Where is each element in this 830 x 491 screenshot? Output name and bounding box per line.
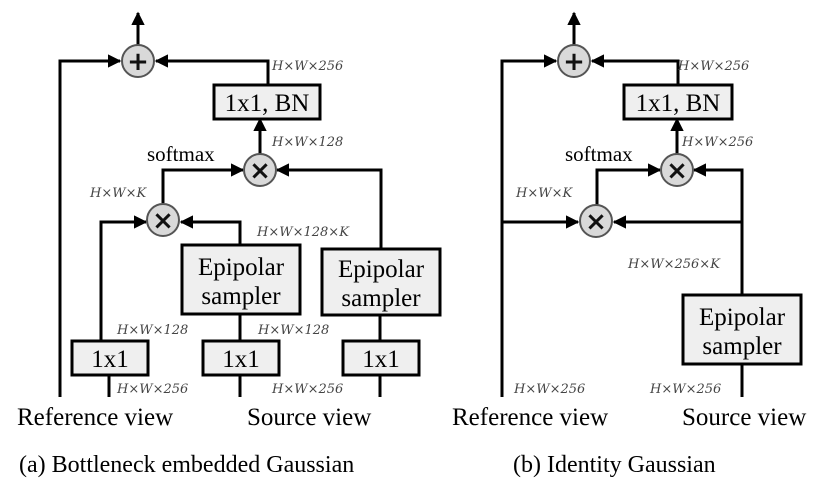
a-dim-top: H×W×256 bbox=[271, 59, 343, 74]
b-sampler-line2: sampler bbox=[702, 333, 782, 360]
a-conv1-to-mul bbox=[99, 215, 148, 341]
a-sampler1-to-mul bbox=[179, 215, 242, 245]
a-bn-to-add bbox=[154, 54, 270, 85]
a-source-view-label: Source view bbox=[247, 404, 371, 431]
panel-a: 1x1, BN Epipolar sampler Epipolar sample… bbox=[17, 11, 442, 478]
a-dim-conv1-out: H×W×128 bbox=[116, 323, 188, 338]
a-caption: (a) Bottleneck embedded Gaussian bbox=[19, 452, 354, 478]
a-conv3-label: 1x1 bbox=[362, 346, 400, 373]
b-mul-node-bottom bbox=[579, 204, 613, 238]
b-caption: (b) Identity Gaussian bbox=[513, 452, 716, 478]
b-mul-symbol-top: × bbox=[666, 156, 688, 186]
b-reference-view-label: Reference view bbox=[452, 404, 608, 431]
b-dim-k: H×W×K bbox=[515, 186, 573, 201]
a-mul-symbol-bottom: × bbox=[152, 206, 174, 236]
b-dim-top: H×W×256 bbox=[677, 59, 749, 74]
a-dim-k: H×W×K bbox=[89, 186, 147, 201]
b-sampler-box bbox=[681, 293, 803, 366]
a-sampler2-box bbox=[320, 247, 442, 317]
a-sampler2-line2: sampler bbox=[341, 285, 421, 312]
a-mul-symbol-top: × bbox=[249, 156, 271, 186]
a-sampler2-line1: Epipolar bbox=[338, 256, 425, 283]
a-softmax-wire bbox=[161, 163, 245, 203]
a-conv1-box bbox=[70, 339, 150, 377]
b-src-to-mul-top bbox=[692, 163, 744, 295]
a-bn-box-label: 1x1, BN bbox=[225, 90, 310, 117]
a-sampler1-line2: sampler bbox=[201, 283, 281, 310]
a-dim-ref-in: H×W×256 bbox=[116, 382, 188, 397]
a-reference-view-label: Reference view bbox=[17, 404, 173, 431]
a-dim-conv2-out: H×W×128 bbox=[257, 323, 329, 338]
b-softmax-label: softmax bbox=[565, 142, 633, 166]
b-source-view-label: Source view bbox=[682, 404, 806, 431]
a-conv3-box bbox=[341, 339, 421, 377]
a-sampler1-box bbox=[180, 243, 302, 316]
a-dim-mid: H×W×128 bbox=[271, 135, 343, 150]
panel-b: 1x1, BN Epipolar sampler + × × H×W×256 H… bbox=[452, 11, 806, 478]
a-mul-node-top bbox=[243, 153, 277, 187]
b-mul-symbol-bottom: × bbox=[585, 207, 607, 237]
a-sampler1-line1: Epipolar bbox=[198, 254, 285, 281]
a-dim-128k: H×W×128×K bbox=[256, 225, 350, 240]
b-sampler-line1: Epipolar bbox=[699, 304, 786, 331]
a-conv2-box bbox=[201, 339, 281, 377]
a-mul-node-bottom bbox=[146, 203, 180, 237]
a-residual-wire bbox=[58, 54, 122, 397]
b-add-symbol: + bbox=[563, 47, 585, 77]
a-add-node bbox=[121, 44, 155, 78]
b-add-node bbox=[557, 44, 591, 78]
a-sampler2-to-mul bbox=[275, 163, 383, 249]
b-dim-ref-in: H×W×256 bbox=[513, 382, 585, 397]
a-conv1-label: 1x1 bbox=[91, 346, 129, 373]
a-bn-box bbox=[212, 83, 322, 121]
a-conv2-label: 1x1 bbox=[222, 346, 260, 373]
b-dim-src-in: H×W×256 bbox=[649, 382, 721, 397]
b-bn-box-label: 1x1, BN bbox=[636, 90, 721, 117]
a-softmax-label: softmax bbox=[147, 142, 215, 166]
b-dim-mid: H×W×256 bbox=[681, 135, 753, 150]
a-add-symbol: + bbox=[127, 47, 149, 77]
a-dim-src-in: H×W×256 bbox=[271, 382, 343, 397]
b-dim-256k: H×W×256×K bbox=[627, 257, 721, 272]
b-residual-wire bbox=[500, 54, 558, 397]
b-bn-box bbox=[622, 83, 734, 121]
b-bn-to-add bbox=[590, 54, 680, 85]
b-mul-node-top bbox=[660, 153, 694, 187]
b-softmax-wire bbox=[595, 163, 662, 205]
